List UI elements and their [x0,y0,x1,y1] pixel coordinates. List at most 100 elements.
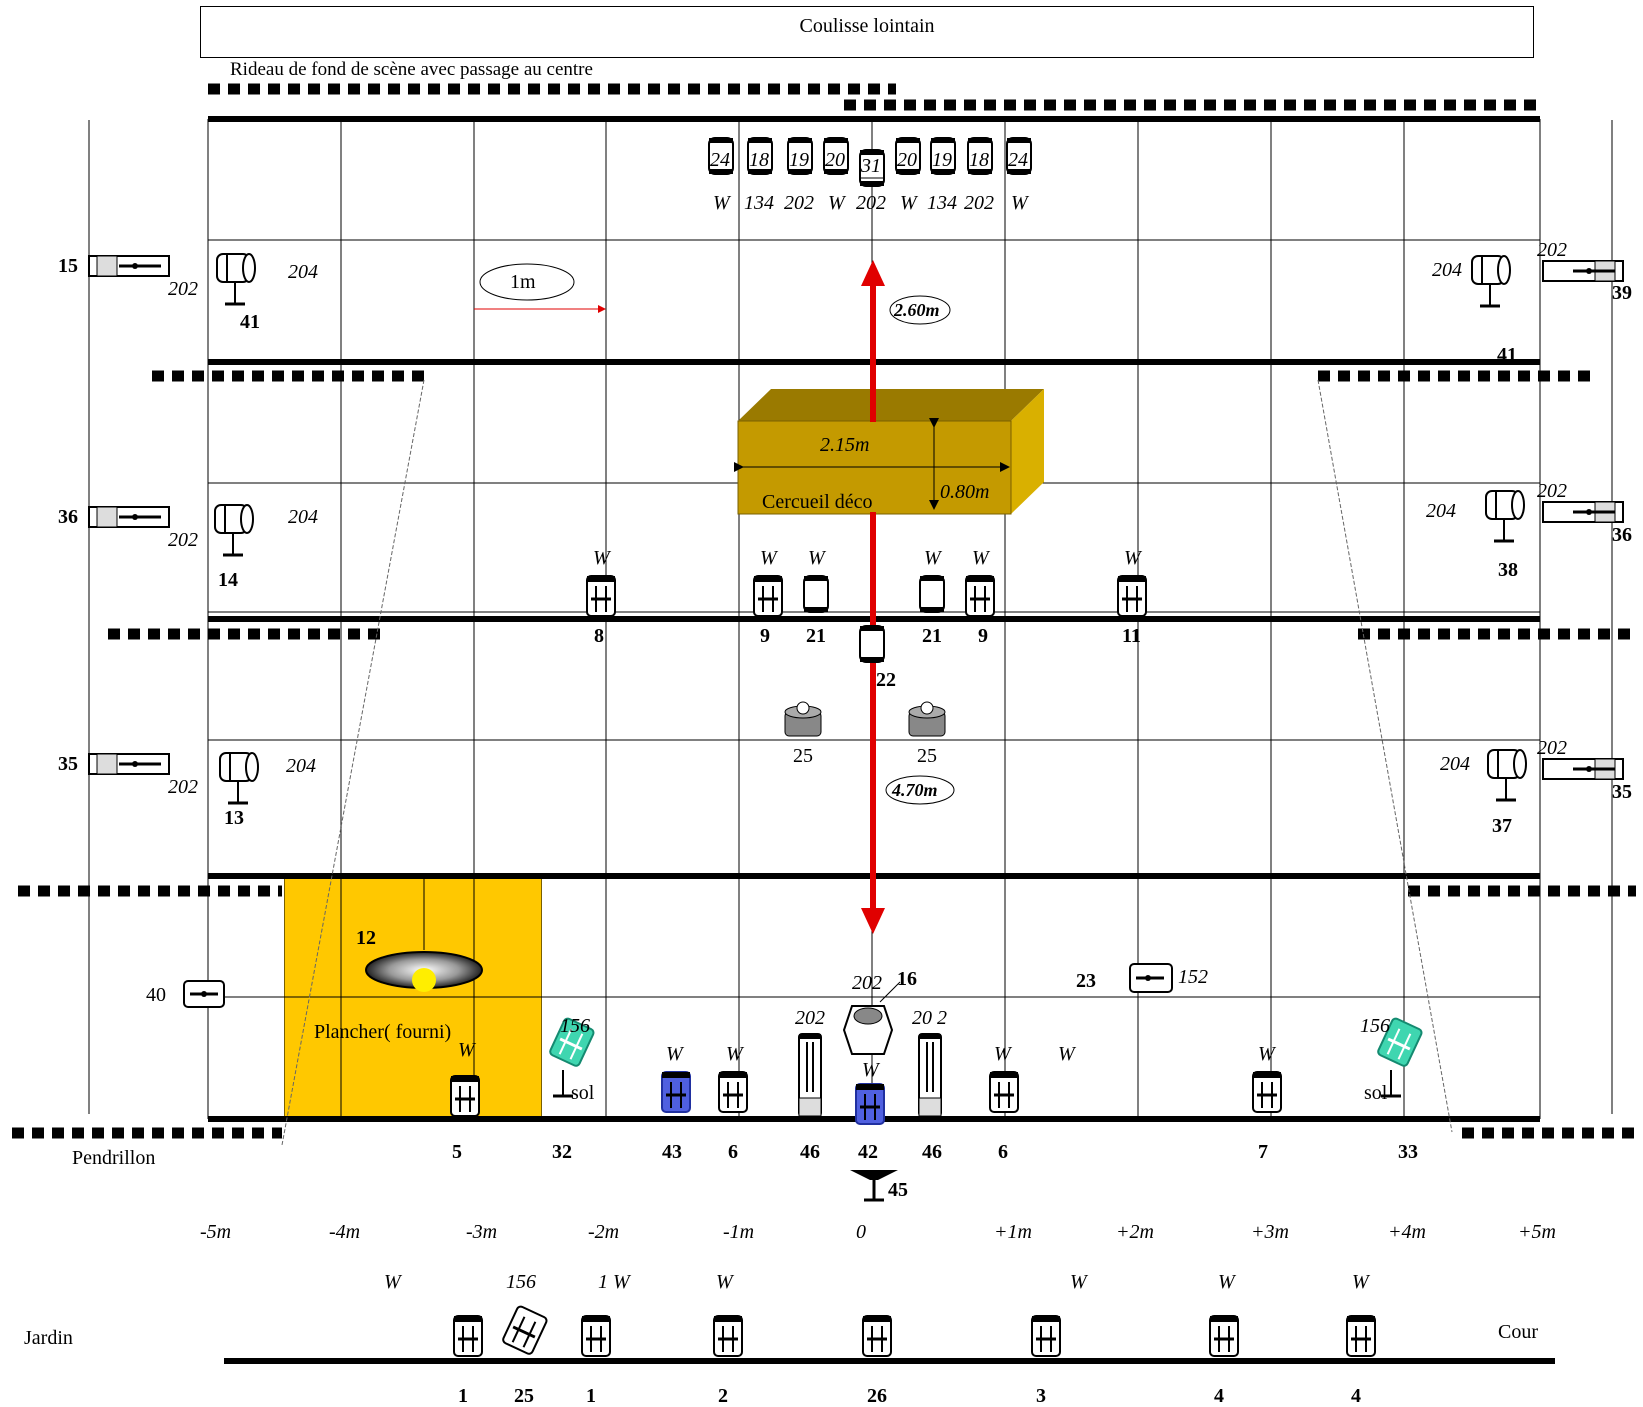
mid-par [586,575,616,617]
distance-lower-label: 4.70m [892,780,938,800]
pendrillon-label: Pendrillon [72,1147,156,1169]
profile-right-gel: 202 [1537,480,1567,502]
foh-num: 2 [718,1385,728,1407]
distance-upper-label: 2.60m [894,300,940,320]
fresnel-left-gel: 204 [286,755,316,777]
profile-right-num: 36 [1612,524,1632,546]
pendant-12-label: 12 [356,927,376,949]
front-num: 7 [1258,1141,1268,1163]
fresnel-right-num: 41 [1497,344,1517,366]
fresnel-right-num: 38 [1498,559,1518,581]
front-gel: 20 2 [912,1007,947,1029]
front-gel: W [666,1043,683,1065]
top-can-filter: 24 [710,149,730,171]
mid-gel: W [760,547,777,569]
top-can-filter: 19 [789,149,809,171]
foh-par [1346,1315,1376,1357]
fresnel-left-num: 14 [218,569,238,591]
top-can-filter: 19 [932,149,952,171]
axis-mark: +3m [1251,1221,1289,1243]
axis-mark: +4m [1388,1221,1426,1243]
fresnel-left-gel: 204 [288,261,318,283]
sol-left-label: sol [571,1082,595,1104]
front-strip [798,1033,822,1117]
floor-dome [784,701,822,737]
profile-left [88,255,170,277]
foh-par [1031,1315,1061,1357]
rideau-fond-label: Rideau de fond de scène avec passage au … [230,59,593,80]
top-can-filter: 18 [969,149,989,171]
foh-num: 1 [458,1385,468,1407]
fresnel-right-gel: 204 [1432,259,1462,281]
profile-left-num: 15 [58,255,78,277]
foh-gel: W [1352,1271,1369,1293]
top-can-filter: 20 [825,149,845,171]
foh-gel: 156 [506,1271,536,1293]
front-floor-par [549,1017,595,1067]
fresnel-right-gel: 204 [1440,753,1470,775]
fresnel-left-num: 41 [240,311,260,333]
front-num: 6 [728,1141,738,1163]
profile-right [1542,501,1624,523]
top-can-gel: W [713,192,730,214]
front-gel: W [994,1043,1011,1065]
front-par-blue [661,1071,691,1113]
fresnel-left [216,253,256,306]
top-can [1006,137,1032,175]
profile-left-gel: 202 [168,278,198,300]
top-can-gel: 134 [927,192,957,214]
profile-40 [183,980,225,1008]
foh-par [862,1315,892,1357]
front-strip [918,1033,942,1117]
cercueil-label: Cercueil déco [762,491,873,513]
fresnel-left-num: 13 [224,807,244,829]
top-can [859,149,885,187]
mid-num: 9 [760,625,770,647]
profile-right-gel: 202 [1537,239,1567,261]
front-par [718,1071,748,1113]
profile-left-gel: 202 [168,529,198,551]
front-gel: W [726,1043,743,1065]
fresnel-right [1471,255,1511,308]
plancher-area [284,878,542,1122]
profile-right-num: 35 [1612,781,1632,803]
top-can-gel: W [1011,192,1028,214]
mid-num: 22 [876,669,896,691]
jardin-label: Jardin [24,1327,73,1349]
top-can [747,137,773,175]
fresnel-right [1485,490,1525,543]
foh-num: 4 [1214,1385,1224,1407]
top-can-filter: 31 [861,155,881,177]
front-par [1252,1071,1282,1113]
axis-mark: +5m [1518,1221,1556,1243]
mid-par [965,575,995,617]
profile-left-gel: 202 [168,776,198,798]
foh-num: 3 [1036,1385,1046,1407]
front-gel: W [1258,1043,1275,1065]
axis-mark: +1m [994,1221,1032,1243]
foh-par-tilted [502,1305,548,1355]
profile-left [88,753,170,775]
front-gel: 202 [795,1007,825,1029]
axis-mark: -5m [200,1221,232,1243]
mid-gel: W [593,547,610,569]
top-can-filter: 20 [897,149,917,171]
cercueil-width-label: 2.15m [820,434,870,456]
top-can-gel: 202 [856,192,886,214]
top-can [708,137,734,175]
profile-40-num: 40 [146,984,166,1006]
mid-par [753,575,783,617]
top-can [787,137,813,175]
top-can-gel: 202 [784,192,814,214]
coulisse-lointain-label: Coulisse lointain [799,15,935,37]
foh-gel: 1 W [598,1271,630,1293]
mid-par [1117,575,1147,617]
top-can-filter: 18 [749,149,769,171]
special-16-num: 16 [897,968,917,990]
cercueil-height-label: 0.80m [940,481,990,503]
coulisse-lointain-box: Coulisse lointain [200,6,1534,58]
fresnel-left-gel: 204 [288,506,318,528]
top-can-filter: 24 [1008,149,1028,171]
profile-left-num: 36 [58,506,78,528]
